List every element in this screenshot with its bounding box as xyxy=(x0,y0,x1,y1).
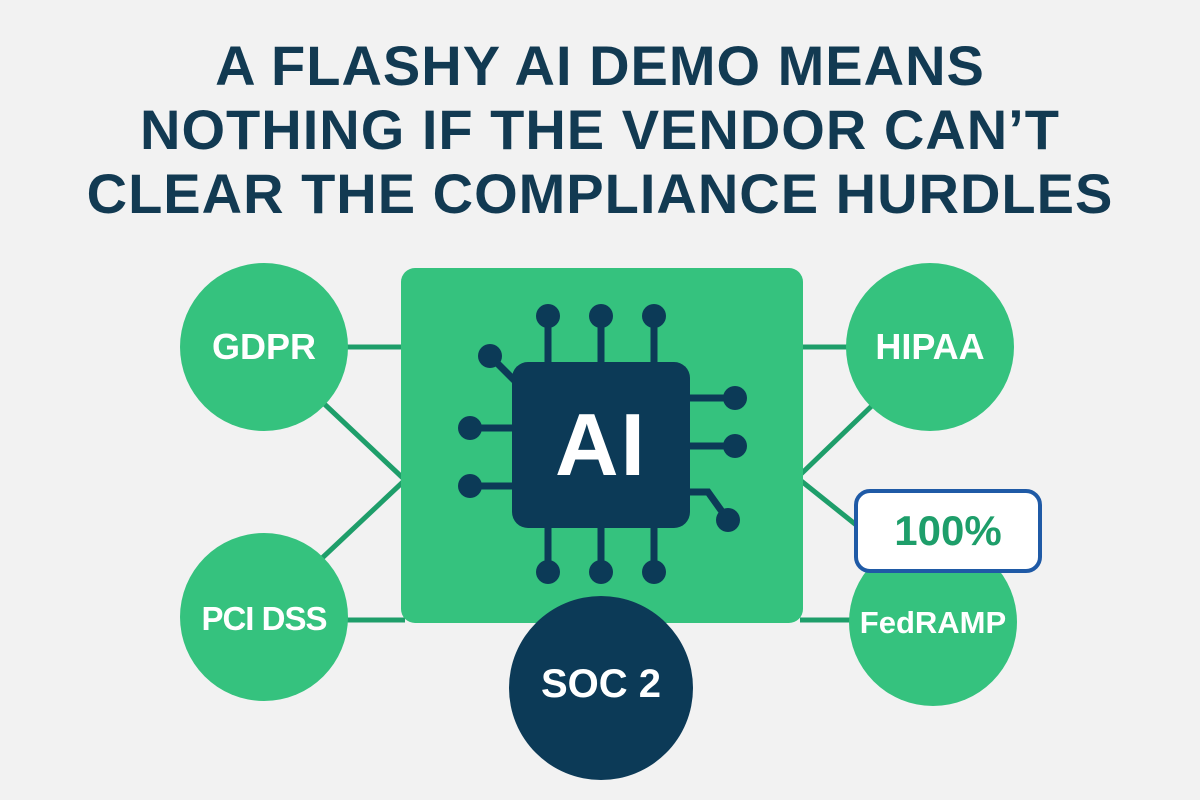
badge-box xyxy=(854,489,1042,573)
headline-line-1: A FLASHY AI DEMO MEANS xyxy=(215,34,985,97)
pci-dss-node xyxy=(180,533,348,701)
connector-gdpr-diagonal xyxy=(316,396,407,482)
pci-dss-label: PCI DSS xyxy=(201,600,327,637)
headline-line-3: CLEAR THE COMPLIANCE HURDLES xyxy=(86,162,1114,225)
connector-hipaa-diagonal xyxy=(798,396,882,477)
hipaa-node xyxy=(846,263,1014,431)
headline-line-2: NOTHING IF THE VENDOR CAN’T xyxy=(140,98,1060,161)
ai-chip xyxy=(512,362,690,528)
gdpr-label: GDPR xyxy=(211,326,316,367)
chip-label: AI xyxy=(555,395,647,494)
badge-value: 100% xyxy=(894,507,1002,554)
fedramp-node xyxy=(849,538,1017,706)
soc2-node xyxy=(509,596,693,780)
connector-pci-diagonal xyxy=(318,478,407,562)
gdpr-node xyxy=(180,263,348,431)
fedramp-label: FedRAMP xyxy=(859,605,1007,640)
headline: A FLASHY AI DEMO MEANS NOTHING IF THE VE… xyxy=(0,34,1200,226)
connector-fedramp-diagonal xyxy=(798,478,862,530)
connector-lines xyxy=(316,344,882,623)
chip-pins xyxy=(458,304,747,584)
soc2-label: SOC 2 xyxy=(540,661,662,706)
hipaa-label: HIPAA xyxy=(875,326,985,367)
